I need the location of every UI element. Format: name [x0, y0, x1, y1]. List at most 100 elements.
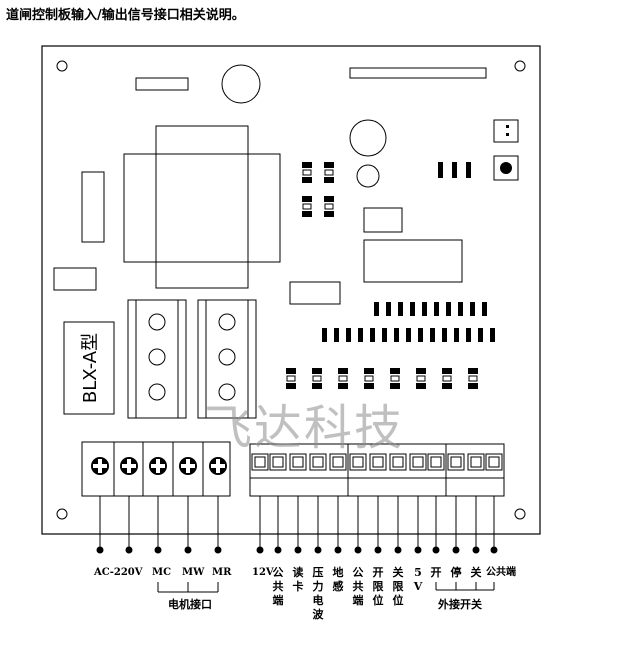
- smd-pad: [442, 368, 452, 374]
- mount-hole: [56, 60, 68, 72]
- pad-rows: [286, 302, 495, 389]
- smd-pad: [446, 302, 451, 316]
- smd-pad: [442, 375, 452, 382]
- motor-terminal-label: AC-220V: [94, 567, 143, 578]
- lead-dot: [432, 546, 440, 554]
- model-label-box: [63, 321, 115, 415]
- lead-dot: [184, 546, 192, 554]
- lead-dot: [354, 546, 362, 554]
- lead-dot: [374, 546, 382, 554]
- jumper: [493, 119, 519, 143]
- smd-pad: [322, 328, 327, 342]
- signal-slot: [447, 453, 465, 471]
- smd-pad: [430, 328, 435, 342]
- motor-interface-label: 电机接口: [168, 598, 212, 611]
- lead-dot: [314, 546, 322, 554]
- screw-slot: [216, 459, 220, 473]
- external-switch-label: 外接开关: [438, 598, 482, 611]
- signal-slot-inner: [312, 456, 324, 468]
- smd-cluster: [302, 162, 471, 217]
- signal-slot-inner: [450, 456, 462, 468]
- signal-slot-inner: [470, 456, 482, 468]
- lead-dot: [472, 546, 480, 554]
- lead-dot: [490, 546, 498, 554]
- smd-pad: [346, 328, 351, 342]
- smd-pad: [434, 302, 439, 316]
- signal-terminal-label: 读卡: [292, 566, 304, 593]
- lead-dot: [256, 546, 264, 554]
- component-rect: [81, 171, 105, 243]
- lead-dot: [214, 546, 222, 554]
- signal-terminal-label: 关限位: [392, 566, 404, 607]
- smd-pad: [478, 328, 483, 342]
- signal-slot-inner: [352, 456, 364, 468]
- lead-dot: [274, 546, 282, 554]
- signal-slot: [329, 453, 347, 471]
- smd-pad: [390, 383, 400, 389]
- smd-pad: [374, 302, 379, 316]
- signal-slot-inner: [488, 456, 500, 468]
- smd-pad: [416, 375, 426, 382]
- smd-pad: [286, 375, 296, 382]
- signal-slot: [389, 453, 407, 471]
- capacitor: [349, 119, 387, 157]
- signal-terminal-label: 开: [430, 566, 442, 579]
- signal-slot-inner: [332, 456, 344, 468]
- smd-pad: [370, 328, 375, 342]
- smd-pad: [394, 328, 399, 342]
- smd-pad: [416, 383, 426, 389]
- signal-slot: [289, 453, 307, 471]
- capacitor: [221, 64, 261, 104]
- signal-slot-inner: [372, 456, 384, 468]
- smd-pad: [406, 328, 411, 342]
- lead-dot: [414, 546, 422, 554]
- signal-slot: [309, 453, 327, 471]
- smd-pad: [470, 302, 475, 316]
- board-model-label: BLX-A型: [80, 332, 101, 404]
- signal-terminal-label: 公共端: [352, 566, 364, 607]
- signal-slot-inner: [254, 456, 266, 468]
- signal-slot-inner: [272, 456, 284, 468]
- lead-dot: [154, 546, 162, 554]
- component-rect: [363, 207, 403, 233]
- smd-pad: [312, 368, 322, 374]
- smd-pad: [466, 328, 471, 342]
- signal-slot: [369, 453, 387, 471]
- smd-pad: [358, 328, 363, 342]
- board-outline: [41, 45, 541, 535]
- signal-slot: [467, 453, 485, 471]
- component-rect: [135, 77, 189, 91]
- signal-slot: [485, 453, 503, 471]
- component-rect: [53, 267, 97, 291]
- smd-pad: [410, 302, 415, 316]
- smd-pad: [442, 383, 452, 389]
- smd-pad: [286, 383, 296, 389]
- smd-pad: [312, 383, 322, 389]
- signal-terminal-label: 12V: [252, 567, 274, 578]
- mount-hole: [514, 60, 526, 72]
- signal-slot-inner: [412, 456, 424, 468]
- signal-slot: [427, 453, 445, 471]
- signal-terminal-label: 地感: [332, 566, 344, 593]
- smd-pad: [416, 368, 426, 374]
- lead-dot: [96, 546, 104, 554]
- smd-pad: [364, 368, 374, 374]
- mount-hole: [56, 508, 68, 520]
- screw-slot: [127, 459, 131, 473]
- signal-slot-inner: [392, 456, 404, 468]
- smd-pad: [458, 302, 463, 316]
- smd-pad: [442, 328, 447, 342]
- signal-slot: [349, 453, 367, 471]
- lead-dot: [294, 546, 302, 554]
- push-button: [493, 155, 519, 181]
- motor-terminal-label: MR: [212, 567, 232, 578]
- smd-pad: [398, 302, 403, 316]
- screw-slot: [186, 459, 190, 473]
- relay: [363, 239, 463, 283]
- screw-slot: [98, 459, 102, 473]
- lead-dot: [452, 546, 460, 554]
- signal-slot-inner: [292, 456, 304, 468]
- page-title: 道闸控制板输入/输出信号接口相关说明。: [6, 8, 245, 23]
- lead-dot: [394, 546, 402, 554]
